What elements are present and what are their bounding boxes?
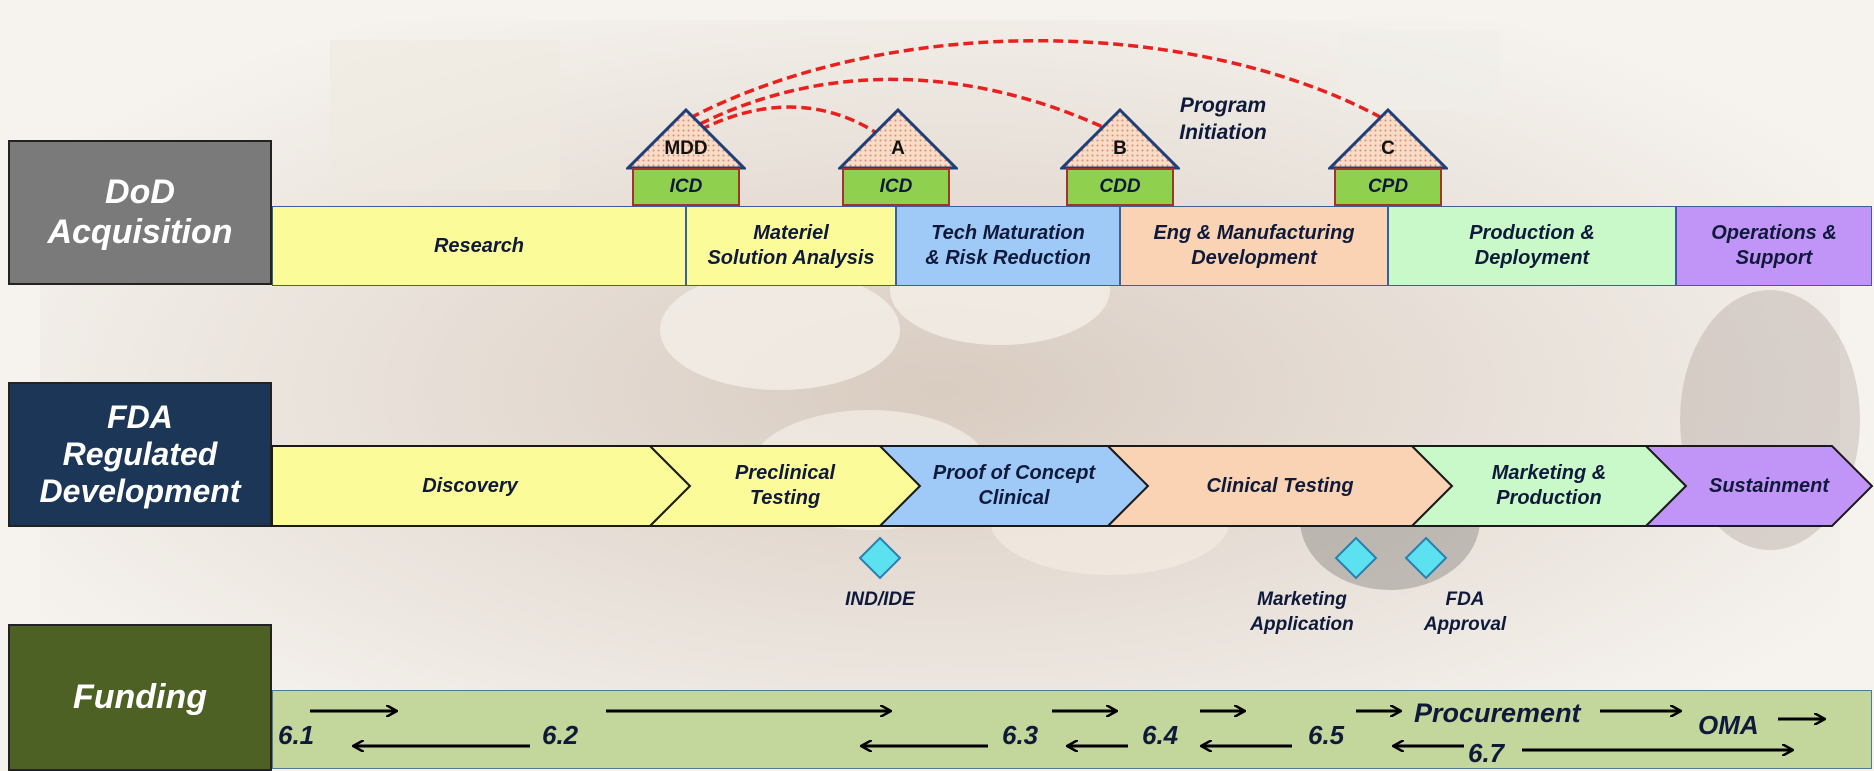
milestone-b-label: B <box>1113 138 1127 159</box>
fda-approval-diamond <box>1404 536 1448 580</box>
fda-row-label: FDA Regulated Development <box>8 382 272 527</box>
funding-6-1: 6.1 <box>278 720 315 750</box>
dod-phase-tech-maturation: Tech Maturation & Risk Reduction <box>896 206 1120 286</box>
milestone-c-label: C <box>1381 138 1395 159</box>
program-initiation-label: Program Initiation <box>1179 94 1267 145</box>
funding-bar <box>272 690 1872 769</box>
fda-phase-proof-of-concept: Proof of Concept Clinical <box>932 462 1096 509</box>
milestone-a-label: A <box>891 138 905 159</box>
dod-phase-production-deployment: Production & Deployment <box>1388 206 1676 286</box>
funding-6-4: 6.4 <box>1142 720 1179 750</box>
milestone-mdd-doc: ICD <box>632 168 740 206</box>
marketing-application-label: Marketing Application <box>1250 589 1354 635</box>
funding-6-2: 6.2 <box>542 720 579 750</box>
funding-6-5: 6.5 <box>1308 720 1345 750</box>
funding-procurement: Procurement <box>1414 698 1581 728</box>
ind-ide-diamond <box>858 536 902 580</box>
dod-phase-operations-support: Operations & Support <box>1676 206 1872 286</box>
fda-phase-clinical-testing: Clinical Testing <box>1206 474 1354 497</box>
funding-6-7: 6.7 <box>1468 738 1505 768</box>
milestone-a-doc: ICD <box>842 168 950 206</box>
arc-mdd-to-b <box>699 77 1106 130</box>
fda-phase-discovery: Discovery <box>422 474 518 497</box>
funding-oma: OMA <box>1698 710 1759 740</box>
dod-phase-research: Research <box>272 206 686 286</box>
fda-chevron-sustainment <box>1643 445 1874 527</box>
funding-row-label: Funding <box>8 624 272 771</box>
dod-row-label: DoD Acquisition <box>8 140 272 285</box>
fda-phase-sustainment: Sustainment <box>1708 474 1830 497</box>
dod-phase-emd: Eng & Manufacturing Development <box>1120 206 1388 286</box>
arc-mdd-to-a <box>699 105 876 134</box>
milestone-b-doc: CDD <box>1066 168 1174 206</box>
fda-phase-preclinical-testing: Preclinical Testing <box>734 462 836 509</box>
fda-approval-label: FDA Approval <box>1423 589 1507 635</box>
ind-ide-label: IND/IDE <box>845 589 915 610</box>
arc-mdd-to-c <box>689 39 1383 120</box>
fda-phase-marketing-production: Marketing & Production <box>1491 462 1607 509</box>
milestone-c-doc: CPD <box>1334 168 1442 206</box>
milestone-mdd-label: MDD <box>664 138 708 159</box>
marketing-application-diamond <box>1334 536 1378 580</box>
dod-phase-materiel-solution-analysis: Materiel Solution Analysis <box>686 206 896 286</box>
funding-6-3: 6.3 <box>1002 720 1039 750</box>
